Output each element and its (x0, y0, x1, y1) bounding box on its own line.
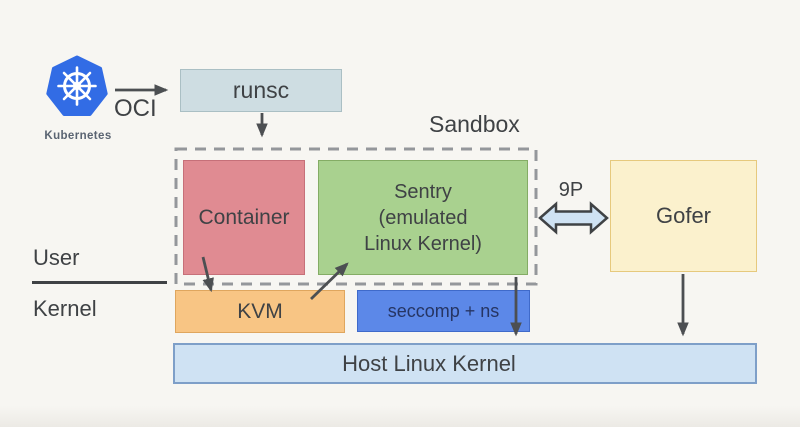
user-label: User (33, 245, 80, 270)
kernel-label: Kernel (33, 296, 97, 321)
runsc-box: runsc (180, 69, 342, 112)
user-kernel-divider (32, 281, 167, 284)
sentry-label-line1: Sentry (394, 180, 452, 203)
sandbox-label: Sandbox (429, 111, 520, 137)
kvm-label: KVM (237, 299, 283, 323)
host-kernel-label: Host Linux Kernel (342, 350, 516, 376)
sentry-label-line3: Linux Kernel) (364, 232, 482, 255)
sentry-label-line2: (emulated (378, 206, 468, 229)
runsc-label: runsc (232, 77, 290, 103)
gofer-box: Gofer (610, 160, 757, 272)
9p-bidirectional-arrow (538, 201, 609, 235)
container-box: Container (183, 160, 305, 275)
seccomp-ns-label: seccomp + ns (387, 300, 500, 321)
container-label: Container (198, 205, 290, 229)
sentry-box: Sentry (emulated Linux Kernel) (318, 160, 528, 275)
kvm-box: KVM (175, 290, 345, 333)
kubernetes-icon (46, 55, 108, 116)
host-kernel-box: Host Linux Kernel (173, 343, 757, 384)
kubernetes-label: Kubernetes (44, 130, 112, 142)
seccomp-ns-box: seccomp + ns (357, 290, 530, 332)
oci-label: OCI (114, 95, 157, 122)
gofer-label: Gofer (655, 203, 712, 228)
9p-label: 9P (558, 179, 584, 201)
